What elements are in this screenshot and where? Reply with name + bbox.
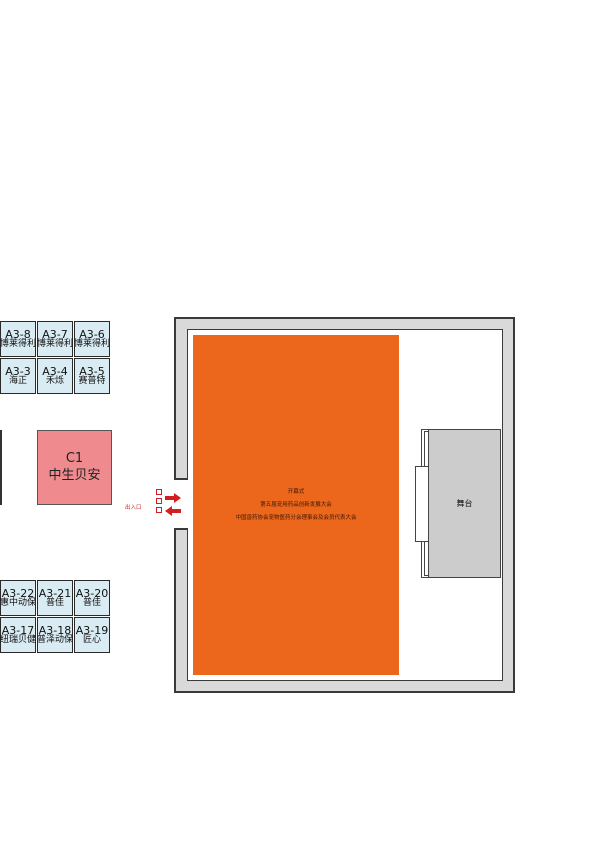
entrance-arrow-icon	[165, 493, 181, 503]
stage: 舞台	[428, 429, 501, 578]
booth-a3-5: A3-5 赛普特	[74, 358, 110, 394]
stage-stairs	[415, 466, 429, 542]
booth-name: 博莱得利	[74, 339, 111, 350]
booth-name: 普佳	[45, 598, 64, 609]
booth-code: C1	[65, 451, 84, 467]
booth-code: A3-8	[5, 327, 31, 341]
hall-doorway	[170, 479, 190, 528]
meeting-area: 开幕式 第五届宠用药品创新发展大会 中国兽药协会宠物医药分会理事会及会员代表大会	[193, 335, 399, 675]
booth-a3-6: A3-6 博莱得利	[74, 321, 110, 357]
booth-name: 纽瑞贝健	[0, 635, 37, 646]
booth-code: A3-22	[1, 586, 35, 600]
stage-label: 舞台	[456, 499, 473, 508]
meeting-line-3: 中国兽药协会宠物医药分会理事会及会员代表大会	[235, 514, 357, 521]
booth-a3-7: A3-7 博莱得利	[37, 321, 73, 357]
booth-code: A3-7	[42, 327, 68, 341]
booth-name: 中生贝安	[48, 467, 101, 483]
booth-name: 博莱得利	[0, 339, 37, 350]
meeting-line-1: 开幕式	[287, 488, 305, 495]
booth-c1: C1 中生贝安	[37, 430, 112, 505]
booth-name: 普佳	[82, 598, 101, 609]
booth-a3-17: A3-17 纽瑞贝健	[0, 617, 36, 653]
booth-name: 匠心	[82, 635, 101, 646]
booth-a3-21: A3-21 普佳	[37, 580, 73, 616]
booth-a3-20: A3-20 普佳	[74, 580, 110, 616]
doorway-edge-top	[174, 478, 188, 480]
booth-name: 普泽动保	[37, 635, 74, 646]
booth-code: A3-5	[79, 364, 105, 378]
booth-code: A3-21	[38, 586, 72, 600]
booth-name: 禾烁	[45, 376, 64, 387]
booth-name: 赛普特	[78, 376, 106, 387]
door-icon	[156, 507, 162, 513]
door-icon	[156, 498, 162, 504]
booth-code: A3-17	[1, 623, 35, 637]
booth-name: 海正	[8, 376, 27, 387]
booth-name: 博莱得利	[37, 339, 74, 350]
booth-code: A3-18	[38, 623, 72, 637]
booth-code: A3-3	[5, 364, 31, 378]
doorway-edge-bottom	[174, 528, 188, 530]
booth-name: 惠中动保	[0, 598, 37, 609]
booth-code: A3-4	[42, 364, 68, 378]
booth-a3-19: A3-19 匠心	[74, 617, 110, 653]
partial-booth-edge	[0, 430, 2, 505]
booth-a3-22: A3-22 惠中动保	[0, 580, 36, 616]
booth-code: A3-20	[75, 586, 109, 600]
booth-a3-18: A3-18 普泽动保	[37, 617, 73, 653]
booth-a3-3: A3-3 海正	[0, 358, 36, 394]
exit-arrow-icon	[165, 506, 181, 516]
meeting-line-2: 第五届宠用药品创新发展大会	[260, 501, 332, 508]
booth-a3-4: A3-4 禾烁	[37, 358, 73, 394]
booth-code: A3-19	[75, 623, 109, 637]
entrance-label: 出入口	[125, 505, 142, 511]
booth-code: A3-6	[79, 327, 105, 341]
door-icon	[156, 489, 162, 495]
booth-a3-8: A3-8 博莱得利	[0, 321, 36, 357]
